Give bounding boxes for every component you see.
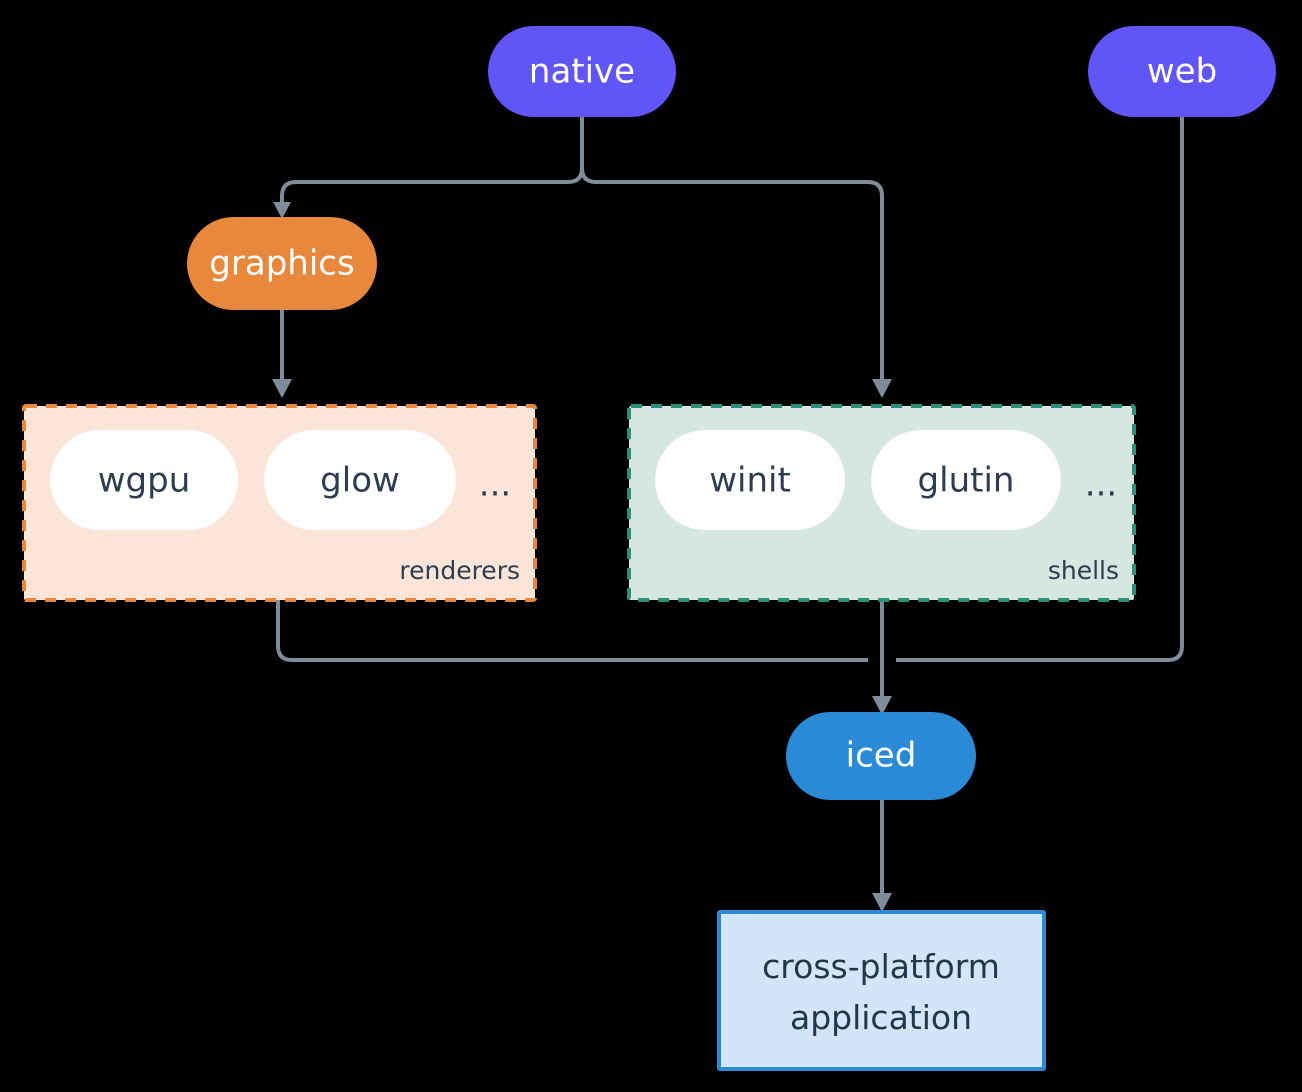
shells-item-glutin[interactable]: glutin: [871, 430, 1061, 530]
renderers-caption: renderers: [399, 556, 520, 585]
edge-merge-iced-arrowhead: [872, 696, 892, 715]
application-label-line-2: application: [790, 998, 972, 1037]
node-application[interactable]: cross-platform application: [717, 910, 1046, 1071]
edge-iced-application-arrowhead: [872, 893, 892, 912]
iced-pill[interactable]: [786, 712, 976, 800]
shells-item-winit[interactable]: winit: [655, 430, 845, 530]
group-shells: winit glutin ... shells: [627, 404, 1136, 602]
edge-layer: [272, 117, 1184, 912]
group-renderers: wgpu glow ... renderers: [22, 404, 537, 602]
native-label: native: [529, 52, 635, 92]
shells-ellipsis: ...: [1085, 465, 1117, 505]
iced-label: iced: [846, 736, 917, 776]
edge-web-iced: [896, 117, 1184, 662]
node-web[interactable]: web: [1088, 26, 1276, 117]
renderers-ellipsis: ...: [479, 465, 511, 505]
edge-renderers-iced: [276, 600, 868, 662]
native-pill[interactable]: [488, 26, 676, 117]
shells-caption: shells: [1048, 556, 1119, 585]
renderers-item-glow[interactable]: glow: [264, 430, 456, 530]
edge-graphics-renderers-arrowhead: [272, 379, 292, 398]
winit-label: winit: [709, 461, 791, 501]
edge-native-split: [280, 117, 584, 206]
graphics-pill[interactable]: [187, 217, 377, 310]
renderers-item-wgpu[interactable]: wgpu: [50, 430, 238, 530]
edge-native-shells-arrowhead: [872, 379, 892, 398]
wgpu-label: wgpu: [98, 461, 191, 501]
graphics-label: graphics: [209, 244, 354, 284]
edge-native-shells: [580, 117, 884, 383]
edge-native-graphics-arrowhead: [273, 202, 291, 219]
glow-label: glow: [320, 461, 400, 501]
web-label: web: [1147, 52, 1217, 92]
application-label-line-1: cross-platform: [762, 947, 1000, 986]
node-native[interactable]: native: [488, 26, 676, 117]
node-iced[interactable]: iced: [786, 712, 976, 800]
wgpu-pill[interactable]: [50, 430, 238, 530]
glow-pill[interactable]: [264, 430, 456, 530]
application-box[interactable]: [717, 910, 1046, 1071]
web-pill[interactable]: [1088, 26, 1276, 117]
glutin-label: glutin: [918, 461, 1015, 501]
node-graphics[interactable]: graphics: [187, 217, 377, 310]
winit-pill[interactable]: [655, 430, 845, 530]
glutin-pill[interactable]: [871, 430, 1061, 530]
